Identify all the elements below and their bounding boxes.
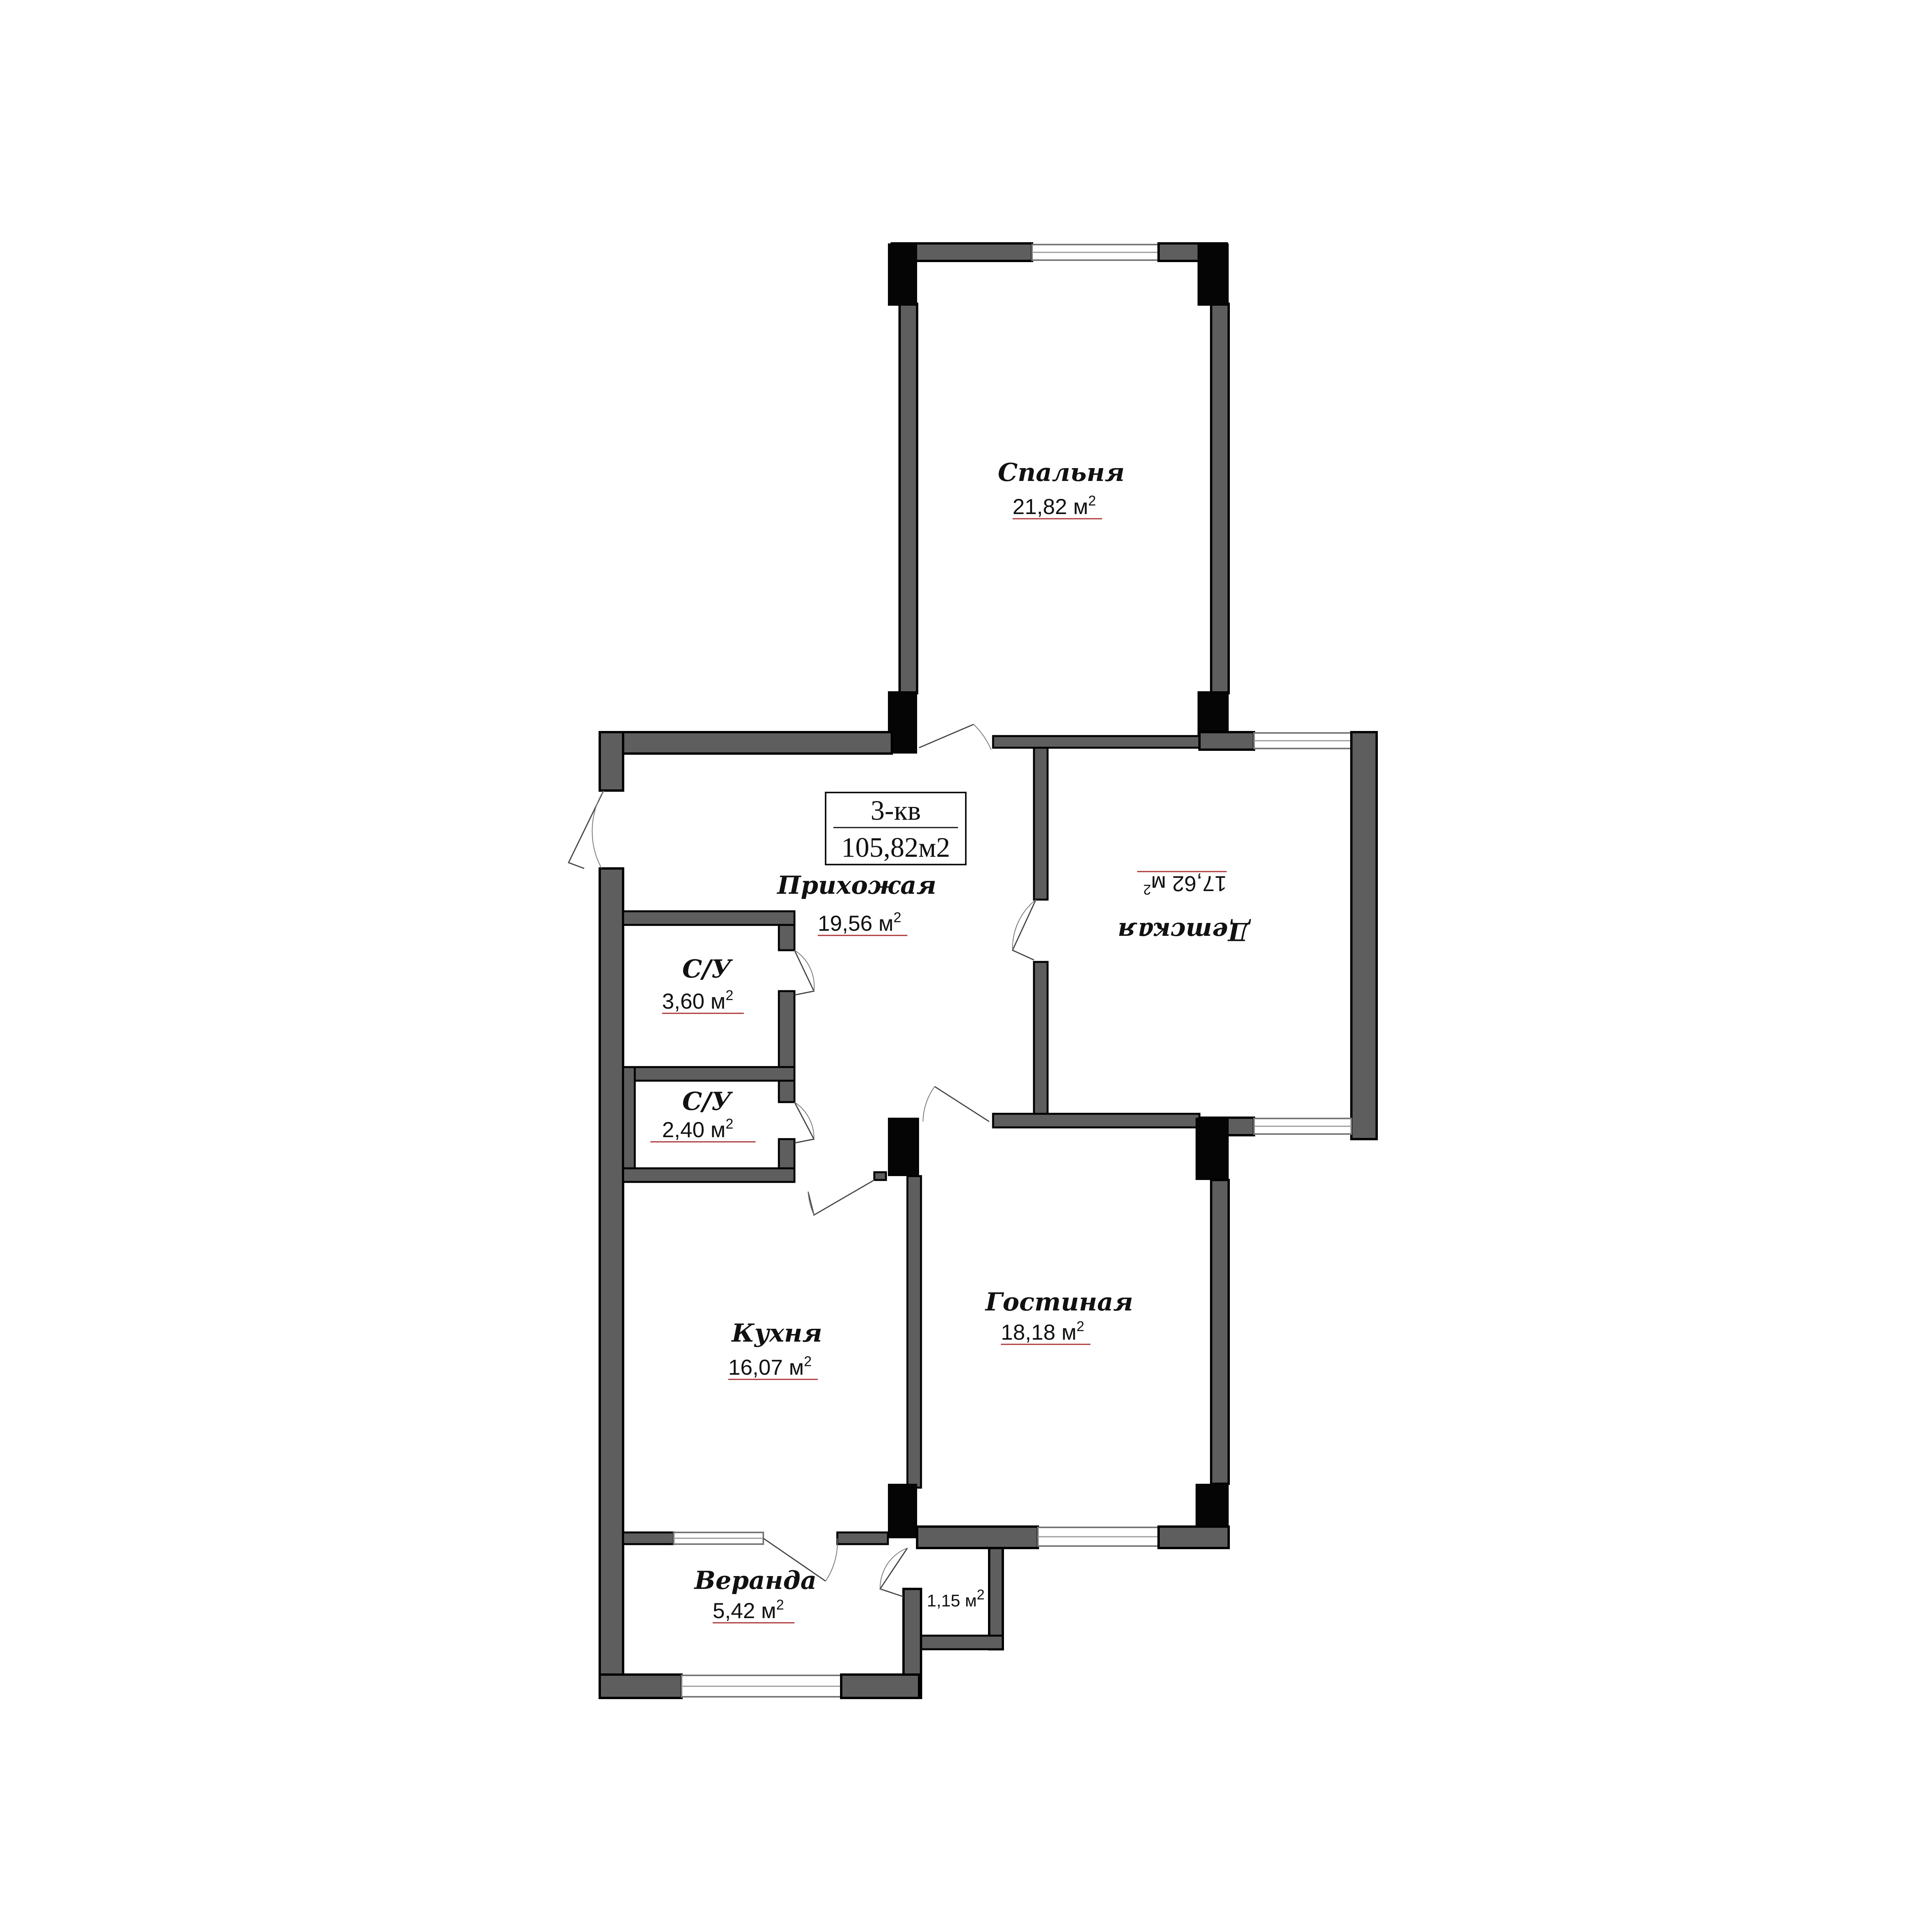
- door-kids: [1012, 899, 1037, 961]
- room-hallway: Прихожая 19,56 м2: [777, 871, 937, 936]
- apartment-type: 3-кв: [871, 795, 921, 826]
- room-area: 1,15 м: [927, 1591, 977, 1610]
- svg-text:19,56 м2: 19,56 м2: [818, 909, 901, 935]
- room-wc2: С/У 2,40 м2: [650, 1087, 756, 1143]
- pillar: [1198, 243, 1229, 306]
- svg-text:2,40 м2: 2,40 м2: [662, 1116, 733, 1142]
- room-area: 16,07 м: [728, 1355, 804, 1379]
- room-area: 5,42 м: [713, 1598, 776, 1623]
- room-kitchen: Кухня 16,07 м2: [728, 1319, 822, 1380]
- room-name: Кухня: [731, 1319, 822, 1348]
- room-kids: Детская 17,62 м2: [1118, 871, 1251, 946]
- room-bedroom: Спальня 21,82 м2: [998, 458, 1125, 520]
- svg-text:18,18 м2: 18,18 м2: [1001, 1318, 1084, 1344]
- room-name: Веранда: [694, 1566, 817, 1595]
- svg-text:3,60 м2: 3,60 м2: [662, 987, 733, 1013]
- room-area: 18,18 м: [1001, 1320, 1076, 1344]
- apartment-area: 105,82м2: [841, 832, 950, 863]
- apartment-label: 3-кв 105,82м2: [825, 792, 967, 865]
- door-kitchen: [807, 1179, 875, 1216]
- room-name: Прихожая: [777, 871, 937, 900]
- door-bedroom: [919, 724, 974, 748]
- hallway-walls: [567, 724, 1201, 1699]
- room-area: 2,40 м: [662, 1117, 726, 1142]
- room-name: Гостиная: [984, 1287, 1133, 1317]
- svg-text:21,82 м2: 21,82 м2: [1013, 493, 1096, 519]
- kitchen-living-walls: [807, 1086, 1230, 1548]
- room-name: Спальня: [998, 458, 1125, 487]
- room-veranda: Веранда 5,42 м2: [694, 1566, 817, 1624]
- room-living: Гостиная 18,18 м2: [984, 1287, 1133, 1345]
- room-closet: 1,15 м2: [927, 1587, 984, 1610]
- room-name: С/У: [682, 1087, 733, 1116]
- bedroom-walls: [888, 242, 1230, 754]
- pillar: [888, 243, 917, 306]
- door-entrance: [567, 790, 604, 869]
- svg-text:16,07 м2: 16,07 м2: [728, 1353, 812, 1379]
- room-wc1: С/У 3,60 м2: [662, 955, 744, 1014]
- door-veranda: [763, 1537, 826, 1582]
- room-area: 19,56 м: [818, 911, 893, 935]
- room-area: 3,60 м: [662, 989, 726, 1013]
- room-name: С/У: [682, 955, 733, 984]
- room-area: 17,62 м: [1151, 872, 1227, 896]
- svg-text:5,42 м2: 5,42 м2: [713, 1597, 784, 1623]
- svg-text:1,15 м2: 1,15 м2: [927, 1587, 984, 1610]
- room-name: Детская: [1118, 917, 1251, 946]
- svg-text:17,62 м2: 17,62 м2: [1143, 872, 1227, 898]
- wc-walls: [622, 910, 815, 1183]
- door-living: [934, 1086, 990, 1122]
- room-area: 21,82 м: [1013, 494, 1088, 519]
- bottom-walls: [599, 1525, 1230, 1699]
